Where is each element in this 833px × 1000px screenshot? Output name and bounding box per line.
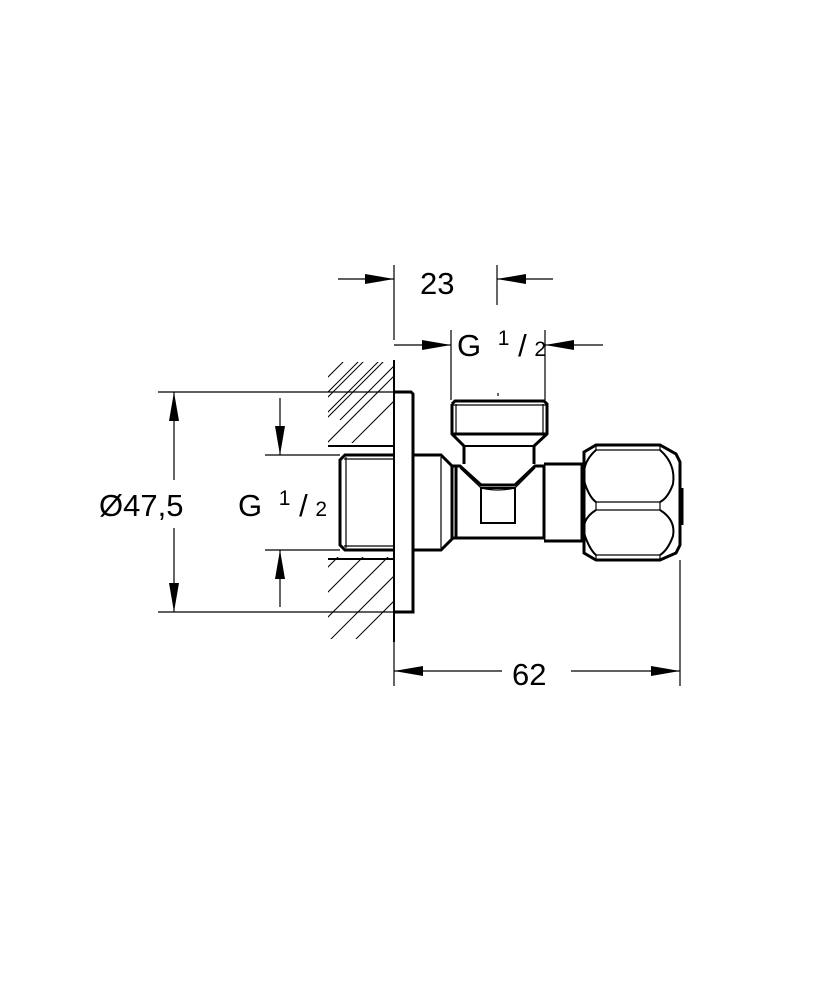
- top-thread-denominator: 2: [534, 338, 546, 361]
- rosette-diameter-label: Ø47,5: [99, 488, 183, 523]
- dimension-23-label: 23: [420, 266, 454, 301]
- wall-thread-nipple: [338, 453, 454, 552]
- wall-hatching: [328, 360, 395, 642]
- dimension-wall-thread: G 1 / 2: [238, 398, 340, 607]
- dimension-rosette-diameter: Ø47,5: [99, 391, 394, 613]
- top-outlet-thread: [450, 393, 549, 464]
- wall-thread-prefix: G: [238, 488, 262, 523]
- wall-thread-denominator: 2: [315, 498, 327, 521]
- valve-body: [452, 462, 584, 543]
- compression-nut: [582, 443, 684, 562]
- svg-text:G 1 / 2: G 1 / 2: [457, 317, 546, 363]
- dimension-23: 23: [338, 265, 553, 340]
- wall-thread-numerator: 1: [279, 487, 291, 510]
- rosette: [394, 390, 415, 614]
- dimension-62-label: 62: [512, 657, 546, 692]
- svg-text:G 1 / 2: G 1 / 2: [238, 477, 327, 523]
- top-thread-prefix: G: [457, 328, 481, 363]
- dimension-top-thread: G 1 / 2: [394, 317, 603, 400]
- top-thread-numerator: 1: [498, 327, 510, 350]
- dimension-62: 62: [393, 560, 681, 692]
